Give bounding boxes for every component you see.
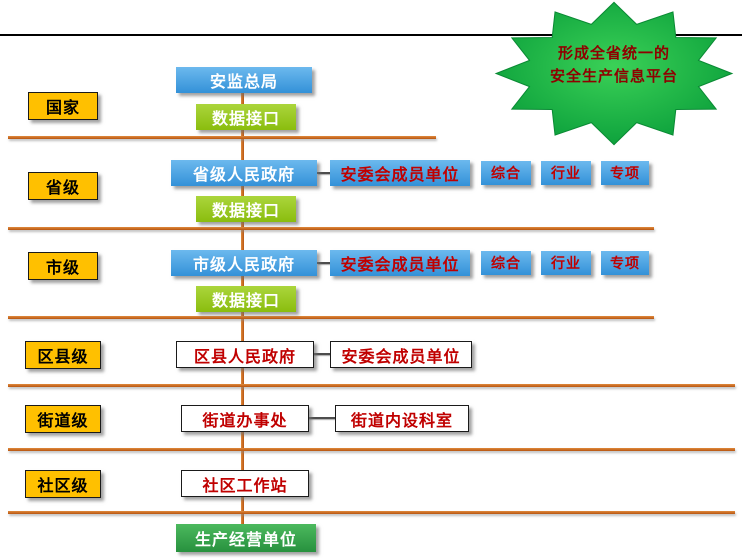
- connector-municipal-committee: [317, 262, 330, 264]
- level-label-street: 街道级: [25, 405, 101, 433]
- separator-provincial: [8, 227, 654, 230]
- separator-national: [8, 136, 436, 139]
- node-data-interface-2: 数据接口: [196, 196, 296, 222]
- node-committee-units-county: 安委会成员单位: [330, 341, 472, 368]
- banner-line-2: 安全生产信息平台: [549, 67, 678, 85]
- starburst-shape: [494, 1, 734, 146]
- tag-comprehensive-prov: 综合: [481, 161, 531, 185]
- node-data-interface-3: 数据接口: [196, 286, 296, 312]
- node-committee-units-prov: 安委会成员单位: [330, 160, 470, 186]
- level-label-national: 国家: [28, 92, 98, 120]
- level-label-municipal: 市级: [28, 252, 98, 280]
- node-data-interface-1: 数据接口: [196, 104, 296, 130]
- connector-county-committee: [312, 353, 330, 355]
- node-county-gov: 区县人民政府: [176, 341, 314, 368]
- level-label-county: 区县级: [25, 341, 101, 369]
- banner-line-1: 形成全省统一的: [557, 44, 670, 62]
- node-enterprise: 生产经营单位: [176, 524, 316, 552]
- tag-industry-muni: 行业: [541, 251, 591, 275]
- connector-provincial-committee: [317, 172, 330, 174]
- node-top-bureau: 安监总局: [176, 67, 312, 93]
- separator-community: [8, 511, 735, 514]
- tag-special-muni: 专项: [601, 251, 649, 275]
- tag-industry-prov: 行业: [541, 161, 591, 185]
- top-rule: [0, 34, 742, 36]
- connector-street-departments: [307, 417, 335, 419]
- node-provincial-gov: 省级人民政府: [171, 160, 317, 186]
- node-committee-units-muni: 安委会成员单位: [330, 250, 470, 276]
- separator-county: [8, 384, 735, 387]
- tag-comprehensive-muni: 综合: [481, 251, 531, 275]
- node-street-departments: 街道内设科室: [335, 405, 469, 432]
- node-community-station: 社区工作站: [181, 470, 309, 497]
- node-municipal-gov: 市级人民政府: [171, 250, 317, 276]
- tag-special-prov: 专项: [601, 161, 649, 185]
- level-label-provincial: 省级: [28, 172, 98, 200]
- banner-text: 形成全省统一的 安全生产信息平台: [492, 42, 736, 88]
- node-street-office: 街道办事处: [181, 405, 309, 432]
- starburst-banner: 形成全省统一的 安全生产信息平台: [492, 0, 736, 148]
- level-label-community: 社区级: [25, 470, 101, 498]
- separator-street: [8, 448, 735, 451]
- separator-municipal: [8, 316, 654, 319]
